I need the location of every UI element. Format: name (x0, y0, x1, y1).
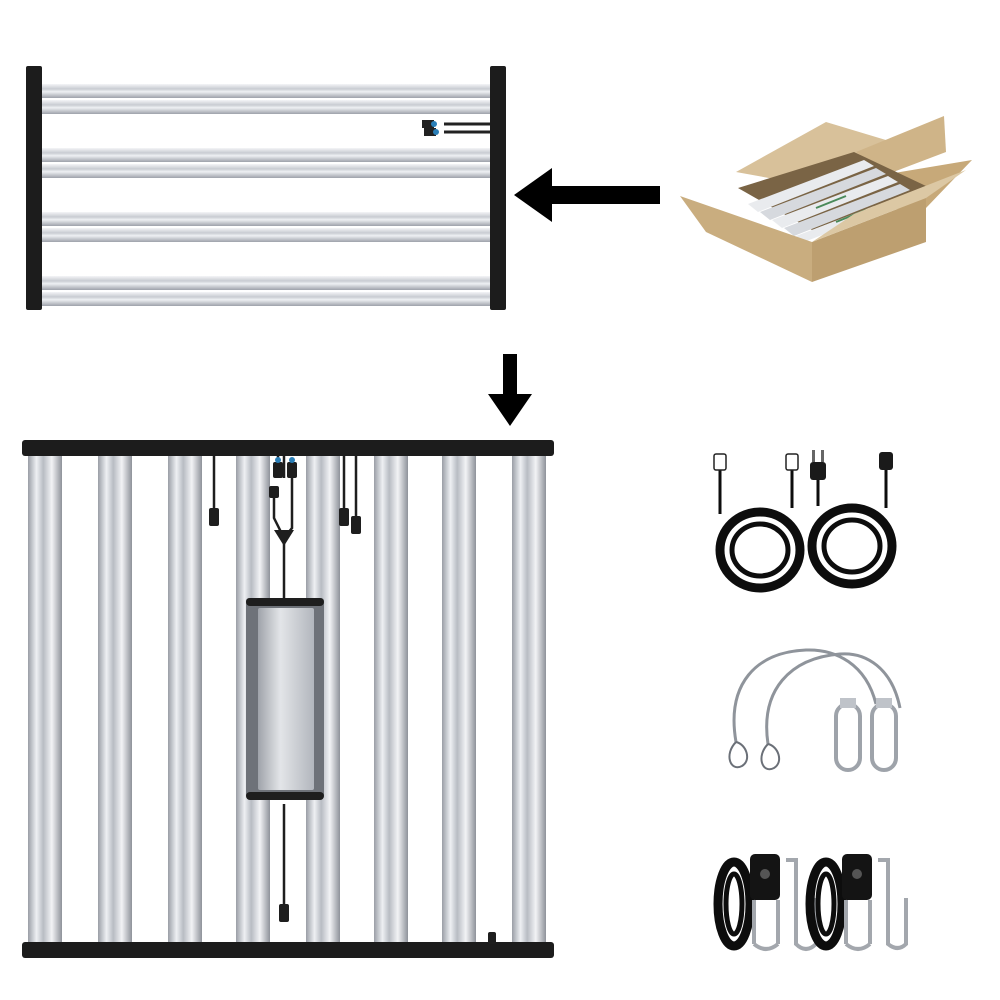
folded-connectors (422, 120, 490, 136)
led-bar (98, 450, 132, 946)
folded-led-bars (38, 84, 496, 306)
led-driver (246, 598, 324, 800)
box-front-left (680, 196, 812, 282)
ac-plug (810, 450, 826, 480)
rope-hanger-left (713, 854, 818, 951)
cord-coil-right (807, 503, 897, 589)
unfolded-light-fixture (22, 438, 554, 962)
rj-plug-right (785, 453, 799, 471)
box-front-right (812, 198, 926, 282)
rope-hanger-right (805, 854, 908, 951)
arrow-down-icon (488, 354, 532, 426)
snap-hooks (834, 702, 898, 772)
dimmer-knob (488, 932, 496, 944)
cord-coil-left (715, 507, 805, 593)
unfolded-led-bars (28, 450, 546, 946)
rope-ratchet-icon (712, 844, 910, 952)
rj-plug-left (713, 453, 727, 471)
led-bar (28, 450, 62, 946)
led-bar (168, 450, 202, 946)
folded-led-bar (38, 164, 496, 178)
steel-cable-icon (716, 644, 912, 776)
folded-led-bar (38, 292, 496, 306)
folded-fixture-illustration (26, 66, 506, 310)
box-flap-right (856, 116, 946, 174)
folded-frame-right (490, 66, 506, 310)
folded-light-fixture (24, 64, 510, 314)
arrow-left-icon (514, 168, 660, 222)
folded-led-bar (38, 212, 496, 226)
folded-led-bar (38, 228, 496, 242)
shipping-box (676, 112, 976, 284)
unfolded-fixture-illustration (22, 440, 554, 958)
folded-led-bar (38, 276, 496, 290)
cable-connectors (209, 457, 361, 922)
folded-led-bar (38, 84, 496, 98)
folded-frame-left (26, 66, 42, 310)
led-bar (374, 450, 408, 946)
frame-top-rail (22, 440, 554, 456)
box-flap-front (812, 170, 966, 242)
power-cord-icon (708, 448, 904, 594)
led-bar (512, 450, 546, 946)
folded-led-bar (38, 100, 496, 114)
led-bar (442, 450, 476, 946)
dc-connector (879, 452, 893, 470)
folded-led-bar (38, 148, 496, 162)
frame-bottom-rail (22, 942, 554, 958)
